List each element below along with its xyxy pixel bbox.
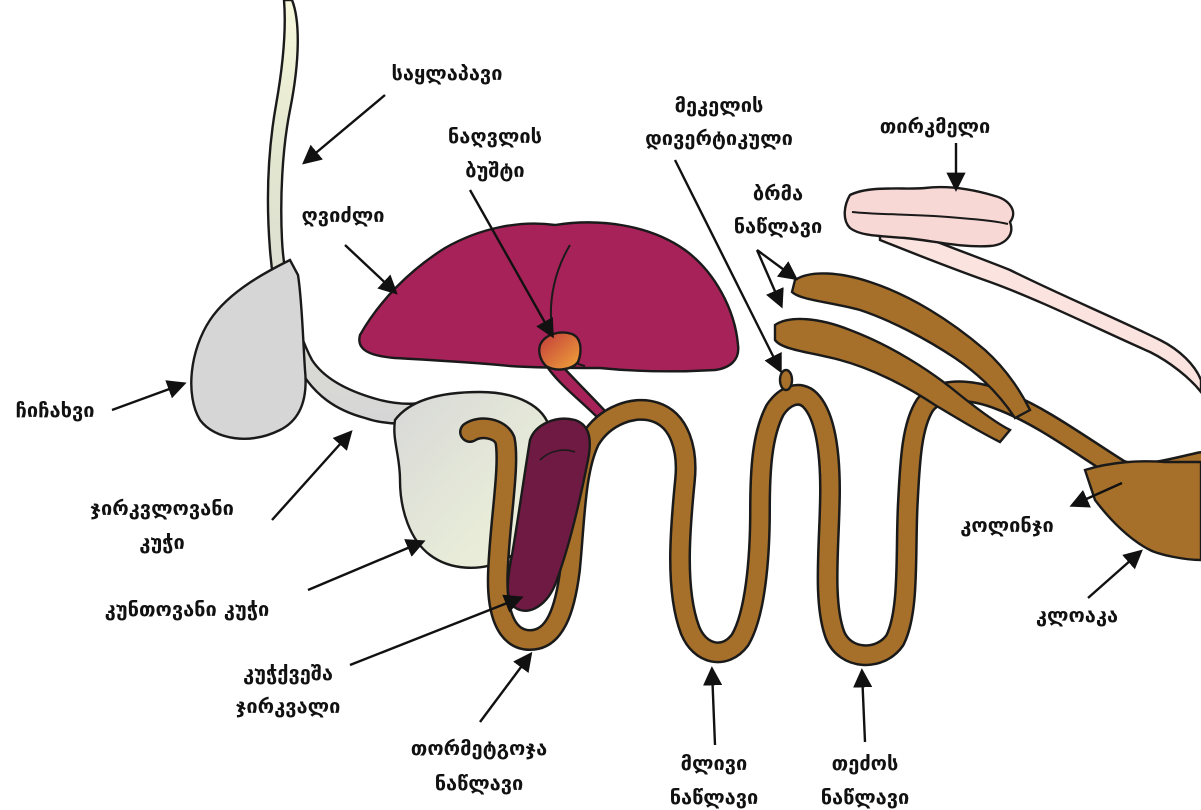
gallbladder — [539, 332, 580, 369]
arrow-liver — [345, 245, 395, 292]
label-pancreas-line2: ჯირკვალი — [236, 694, 341, 718]
label-cloaca: კლოაკა — [1036, 603, 1118, 627]
label-kidney: თირკმელი — [880, 114, 991, 138]
arrow-crop — [112, 384, 183, 410]
label-ileum-line1: თეძოს — [832, 751, 899, 775]
arrow-ileum — [862, 672, 865, 742]
label-liver: ღვიძლი — [302, 203, 385, 227]
arrow-proventriculus — [272, 433, 350, 520]
label-meckel-line2: დივერტიკული — [645, 126, 793, 150]
label-jejunum-line2: ნაწლავი — [670, 785, 759, 809]
arrow-esophagus — [305, 95, 385, 162]
caecum-lower — [775, 319, 1010, 442]
crop-shape — [191, 260, 305, 439]
label-gizzard: კუნთოვანი კუჭი — [105, 597, 270, 621]
label-ileum-line2: ნაწლავი — [821, 785, 910, 809]
label-duodenum-line2: ნაწლავი — [435, 771, 524, 795]
arrow-gizzard — [308, 542, 422, 590]
label-gallbladder-line2: ბუშტი — [465, 158, 524, 182]
label-gallbladder-line1: ნაღვლის — [448, 124, 542, 148]
label-caeca-line1: ბრმა — [753, 181, 803, 205]
label-proventriculus-line2: კუჭი — [139, 530, 185, 554]
label-pancreas-line1: კუჭქვეშა — [243, 661, 333, 685]
arrow-cloaca — [1088, 552, 1140, 598]
meckel-diverticulum — [780, 370, 792, 390]
arrow-jejunum — [712, 670, 715, 745]
label-crop: ჩიჩახვი — [16, 398, 95, 422]
arrow-duodenum — [480, 655, 530, 722]
liver — [359, 222, 738, 418]
label-meckel-line1: მეკელის — [675, 93, 764, 117]
cloaca-shape — [1085, 461, 1201, 560]
label-caeca-line2: ნაწლავი — [734, 214, 823, 238]
label-duodenum-line1: თორმეტგოჯა — [411, 736, 547, 760]
arrow-pancreas — [350, 598, 520, 665]
label-esophagus: საყლაპავი — [392, 61, 503, 85]
label-colon: კოლინჯი — [960, 513, 1054, 537]
label-proventriculus-line1: ჯირკვლოვანი — [90, 496, 234, 520]
label-jejunum-line1: მლივი — [681, 751, 748, 775]
